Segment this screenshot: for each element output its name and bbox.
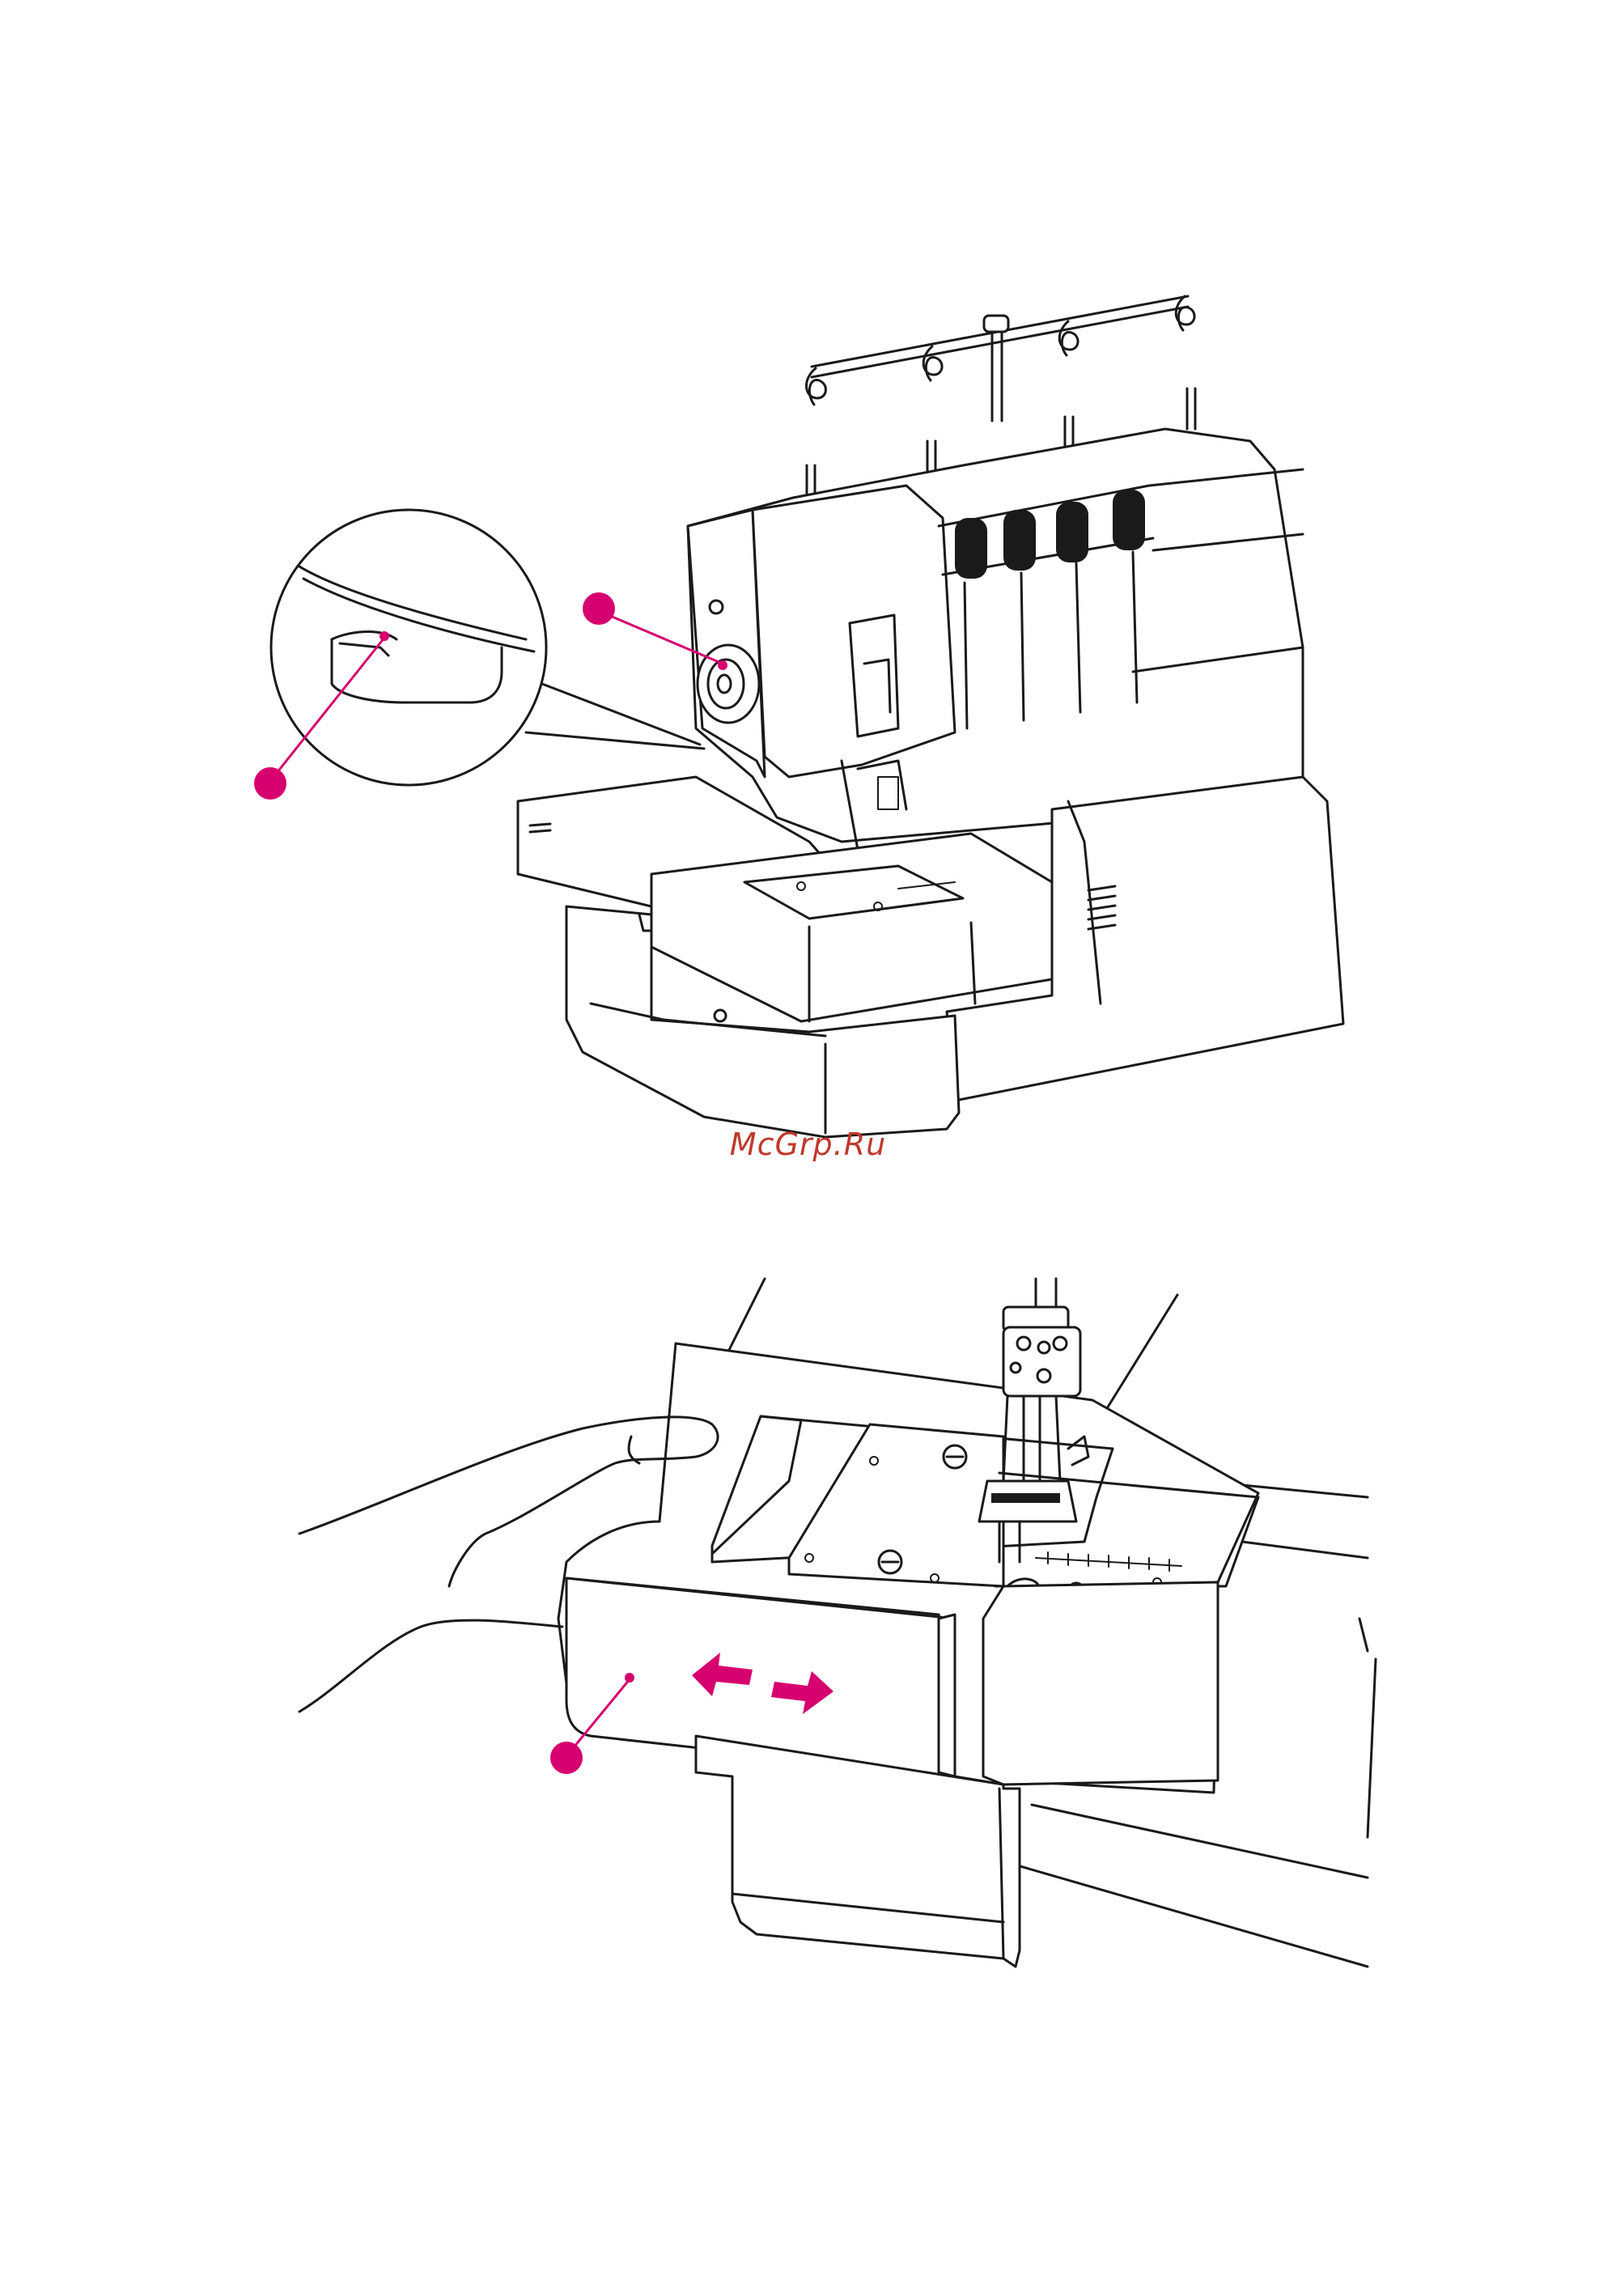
- watermark: McGrp.Ru: [0, 1127, 1616, 1162]
- thread-stand: [806, 296, 1194, 421]
- free-arm-cover-illustration: [299, 1279, 1376, 1967]
- detail-magnifier: [271, 510, 704, 785]
- overlocker-machine-illustration: [254, 296, 1343, 1137]
